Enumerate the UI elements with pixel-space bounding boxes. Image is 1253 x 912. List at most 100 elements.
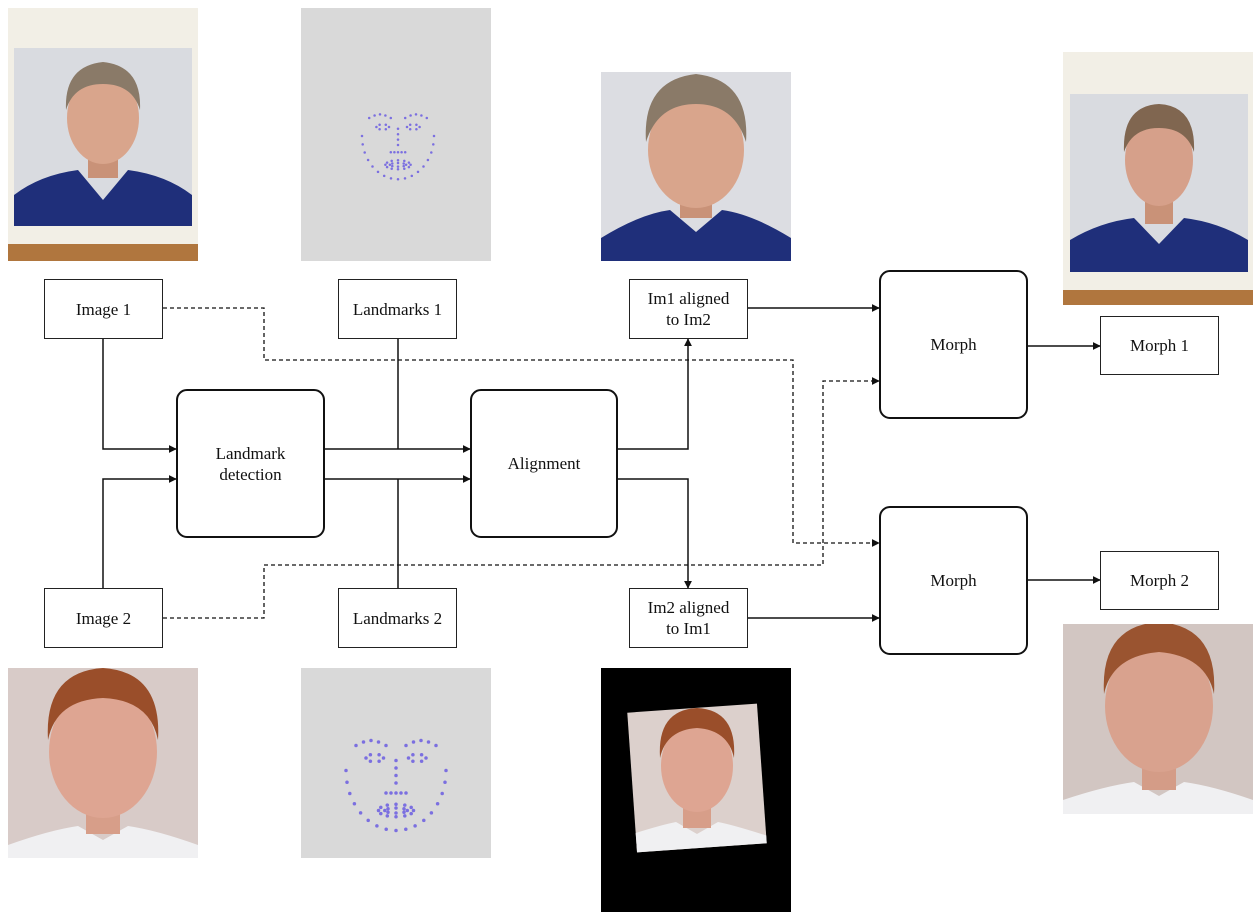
landmark-dot xyxy=(409,811,413,816)
node-im2-aligned-label: Im2 aligned to Im1 xyxy=(647,598,730,638)
landmark-dot xyxy=(367,116,371,120)
landmark-dot xyxy=(405,125,409,129)
landmark-dot xyxy=(389,116,393,120)
node-morph-bottom: Morph xyxy=(879,506,1028,655)
landmark-dot xyxy=(379,805,383,810)
landmark-dot xyxy=(381,756,386,760)
node-im1-aligned: Im1 aligned to Im2 xyxy=(629,279,748,339)
dashed-connectors xyxy=(163,307,880,619)
image1-photo xyxy=(8,8,198,261)
landmark-dot xyxy=(411,753,415,757)
landmark-dot xyxy=(368,759,373,763)
landmark-dot xyxy=(426,158,430,162)
node-morph-top: Morph xyxy=(879,270,1028,419)
landmark-dot xyxy=(424,756,428,760)
landmark-dot xyxy=(384,743,388,748)
node-landmark-detection: Landmark detection xyxy=(176,389,325,538)
landmark-dot xyxy=(430,151,433,154)
landmark-dot xyxy=(376,808,381,813)
landmark-dot xyxy=(400,150,403,154)
landmark-dot xyxy=(378,128,381,131)
landmark-dot xyxy=(391,164,394,168)
node-landmark-detection-label: Landmark detection xyxy=(215,443,286,484)
landmark-dot xyxy=(444,768,448,773)
landmark-dot xyxy=(386,810,390,815)
landmark-dot xyxy=(390,167,393,170)
landmark-dot xyxy=(384,114,387,117)
node-image1-label: Image 1 xyxy=(75,299,132,319)
landmark-dot xyxy=(378,113,382,116)
landmark-dot xyxy=(403,150,407,154)
landmark-dot xyxy=(363,151,366,154)
edge-alignment-to-im1 xyxy=(618,338,692,450)
landmark-dot xyxy=(435,802,440,806)
landmark-dot xyxy=(396,161,400,165)
landmark-dot xyxy=(358,811,363,815)
landmark-dot xyxy=(394,781,398,785)
landmark-dot xyxy=(384,827,388,832)
node-alignment: Alignment xyxy=(470,389,618,538)
landmark-dot xyxy=(394,766,398,770)
landmark-dot xyxy=(388,163,392,167)
landmark-dot xyxy=(394,791,398,795)
landmark-dot xyxy=(403,803,407,807)
landmark-dot xyxy=(407,165,411,169)
landmark-dot xyxy=(402,806,406,811)
landmark-dots-1 xyxy=(360,113,436,181)
landmark-dot xyxy=(386,806,390,811)
landmark-dot xyxy=(396,177,400,181)
node-landmarks2: Landmarks 2 xyxy=(338,588,457,648)
node-alignment-label: Alignment xyxy=(507,454,581,473)
landmark-dot xyxy=(394,773,398,778)
landmark-dot xyxy=(344,768,348,773)
landmark-dot xyxy=(384,163,387,167)
landmark-dot xyxy=(361,740,366,744)
landmark-dot xyxy=(385,161,389,164)
landmark-dot xyxy=(402,162,405,165)
node-landmarks2-label: Landmarks 2 xyxy=(352,608,443,628)
landmark-dot xyxy=(406,756,411,760)
landmark-dot xyxy=(394,758,398,763)
landmark-dot xyxy=(434,743,438,748)
landmark-dot xyxy=(369,738,373,743)
landmark-dot xyxy=(403,167,406,170)
landmark-dot xyxy=(429,811,434,815)
edge-alignment-to-im2 xyxy=(618,478,692,589)
landmark-dot xyxy=(409,805,413,810)
node-image1: Image 1 xyxy=(44,279,163,339)
landmark-dot xyxy=(384,128,388,131)
landmark-dot xyxy=(394,811,398,815)
landmark-dot xyxy=(432,143,435,146)
landmark-dot xyxy=(416,170,420,174)
im1-aligned-photo xyxy=(601,72,791,261)
landmark-dot xyxy=(409,114,412,117)
landmark-dot xyxy=(390,159,393,163)
landmark-dot xyxy=(405,808,410,813)
landmark-dot xyxy=(415,123,418,126)
landmark-dot xyxy=(402,810,406,815)
landmark-dot xyxy=(385,165,389,169)
landmark-dot xyxy=(443,780,447,784)
edge-image1-to-detection xyxy=(102,339,177,453)
landmark-dot xyxy=(409,163,412,167)
landmark-dot xyxy=(360,134,364,138)
landmark-dot xyxy=(382,174,386,178)
node-im2-aligned: Im2 aligned to Im1 xyxy=(629,588,748,648)
landmark-dot xyxy=(396,150,400,154)
landmark-dot xyxy=(404,827,408,832)
node-morph-top-label: Morph xyxy=(930,335,977,354)
landmark-dot xyxy=(403,814,407,818)
landmark-dot xyxy=(403,177,407,180)
landmark-dot xyxy=(378,123,381,126)
connectors xyxy=(102,304,1101,622)
landmark-dot xyxy=(411,759,415,763)
landmark-dot xyxy=(422,165,425,168)
node-morph1: Morph 1 xyxy=(1100,316,1219,375)
landmark-dot xyxy=(376,170,380,174)
landmark-dot xyxy=(364,756,368,760)
landmark-dot xyxy=(396,168,400,171)
morph1-photo xyxy=(1063,52,1253,305)
landmark-dot xyxy=(413,824,417,828)
